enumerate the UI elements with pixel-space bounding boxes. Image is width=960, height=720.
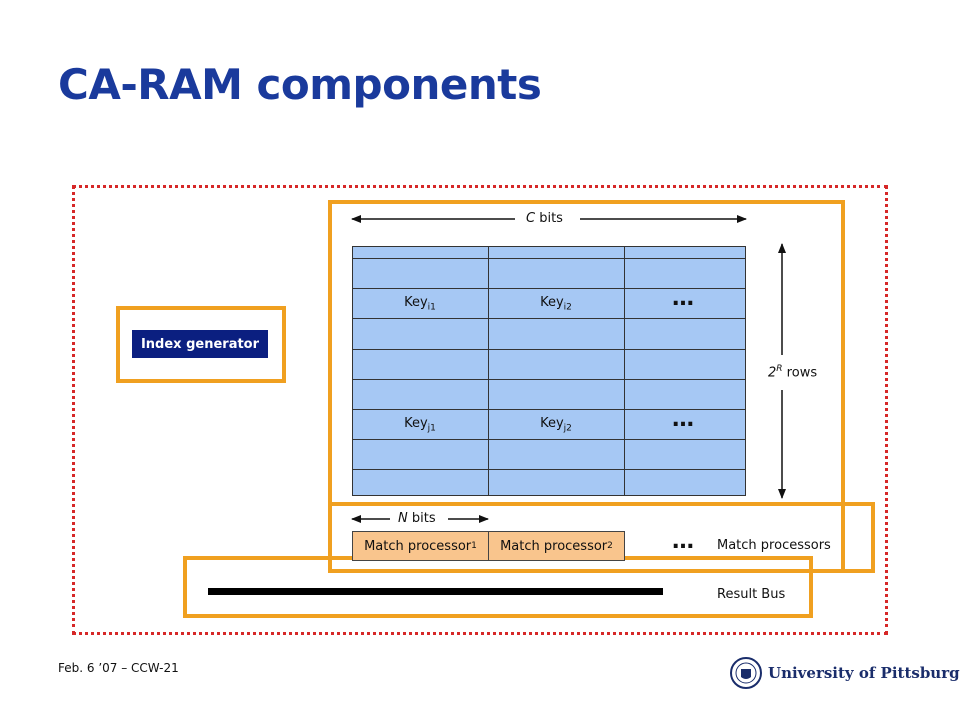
grid-row-line [352,258,746,259]
grid-row-line [352,318,746,319]
index-generator: Index generator [132,330,268,358]
ca-ram-frame [72,185,888,635]
match-processor-box [328,502,875,573]
match-processors-label: Match processors [717,538,831,553]
key-i2: Keyi2 [540,295,572,313]
key-j1: Keyj1 [404,416,436,434]
grid-row-line [352,469,746,470]
university-name: University of Pittsburgh [768,664,960,682]
key-j2: Keyj2 [540,416,572,434]
grid-row-line [352,439,746,440]
grid-row-line [352,409,746,410]
n-bits-label: N bits [398,511,436,526]
page-title: CA-RAM components [58,60,542,109]
ellipsis-match-processors: … [672,529,696,554]
grid-col-line [624,246,625,496]
grid-row-line [352,288,746,289]
university-seal-icon [730,657,762,689]
result-bus [208,588,663,595]
footer-date: Feb. 6 ’07 – CCW-21 [58,661,179,675]
memory-array [352,246,746,496]
grid-col-line [488,246,489,496]
grid-row-line [352,349,746,350]
grid-row-line [352,379,746,380]
result-bus-label: Result Bus [717,587,786,602]
key-i1: Keyi1 [404,295,436,313]
c-bits-label: C bits [526,211,563,226]
rows-label: 2R rows [768,364,818,381]
index-generator-box [116,306,286,383]
university-logo: University of Pittsburgh [730,655,960,691]
ellipsis-row-i: … [672,286,696,311]
ellipsis-row-j: … [672,407,696,432]
